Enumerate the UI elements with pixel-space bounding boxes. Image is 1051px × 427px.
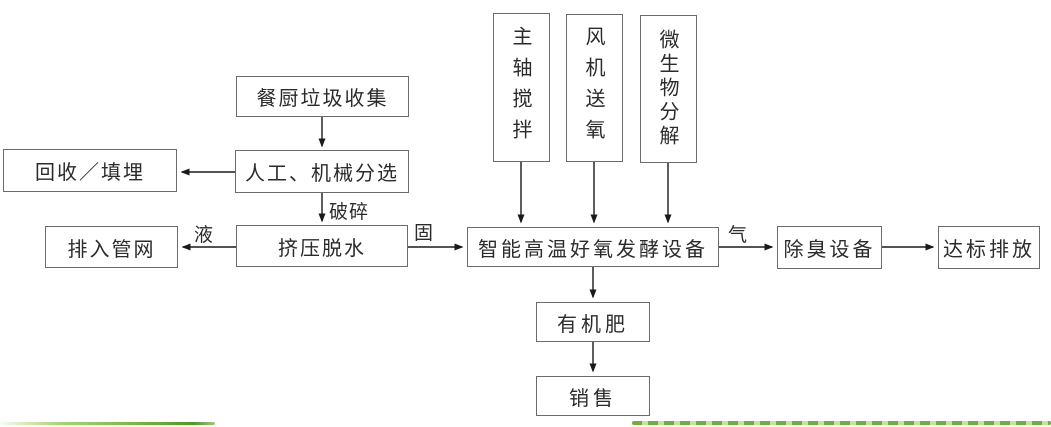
node-food-waste-collection: 餐厨垃圾收集 [236, 76, 409, 117]
edge-label-solid: 固 [414, 222, 435, 244]
edge-label-gas: 气 [728, 224, 749, 246]
node-press-dewatering: 挤压脱水 [236, 225, 408, 267]
node-manual-mechanical-sorting: 人工、机械分选 [235, 150, 409, 193]
green-accent-line-left [0, 422, 215, 425]
node-recycle-landfill: 回收／填埋 [3, 149, 177, 192]
node-organic-fertilizer: 有机肥 [536, 302, 650, 342]
node-aerobic-fermentation-equipment: 智能高温好氧发酵设备 [467, 227, 719, 267]
node-fan-oxygen-supply: 风机送氧 [566, 14, 623, 162]
node-microbial-decomposition: 微生物分解 [640, 15, 697, 163]
node-discharge-to-pipe-network: 排入管网 [45, 226, 178, 268]
edge-label-crushing: 破碎 [329, 201, 370, 223]
green-accent-line-right [632, 421, 1051, 425]
node-standard-discharge: 达标排放 [938, 226, 1040, 269]
node-sales: 销售 [536, 376, 650, 416]
node-deodorization-equipment: 除臭设备 [777, 226, 882, 269]
edge-label-liquid: 液 [194, 224, 215, 246]
node-main-shaft-stirring: 主轴搅拌 [493, 13, 550, 162]
